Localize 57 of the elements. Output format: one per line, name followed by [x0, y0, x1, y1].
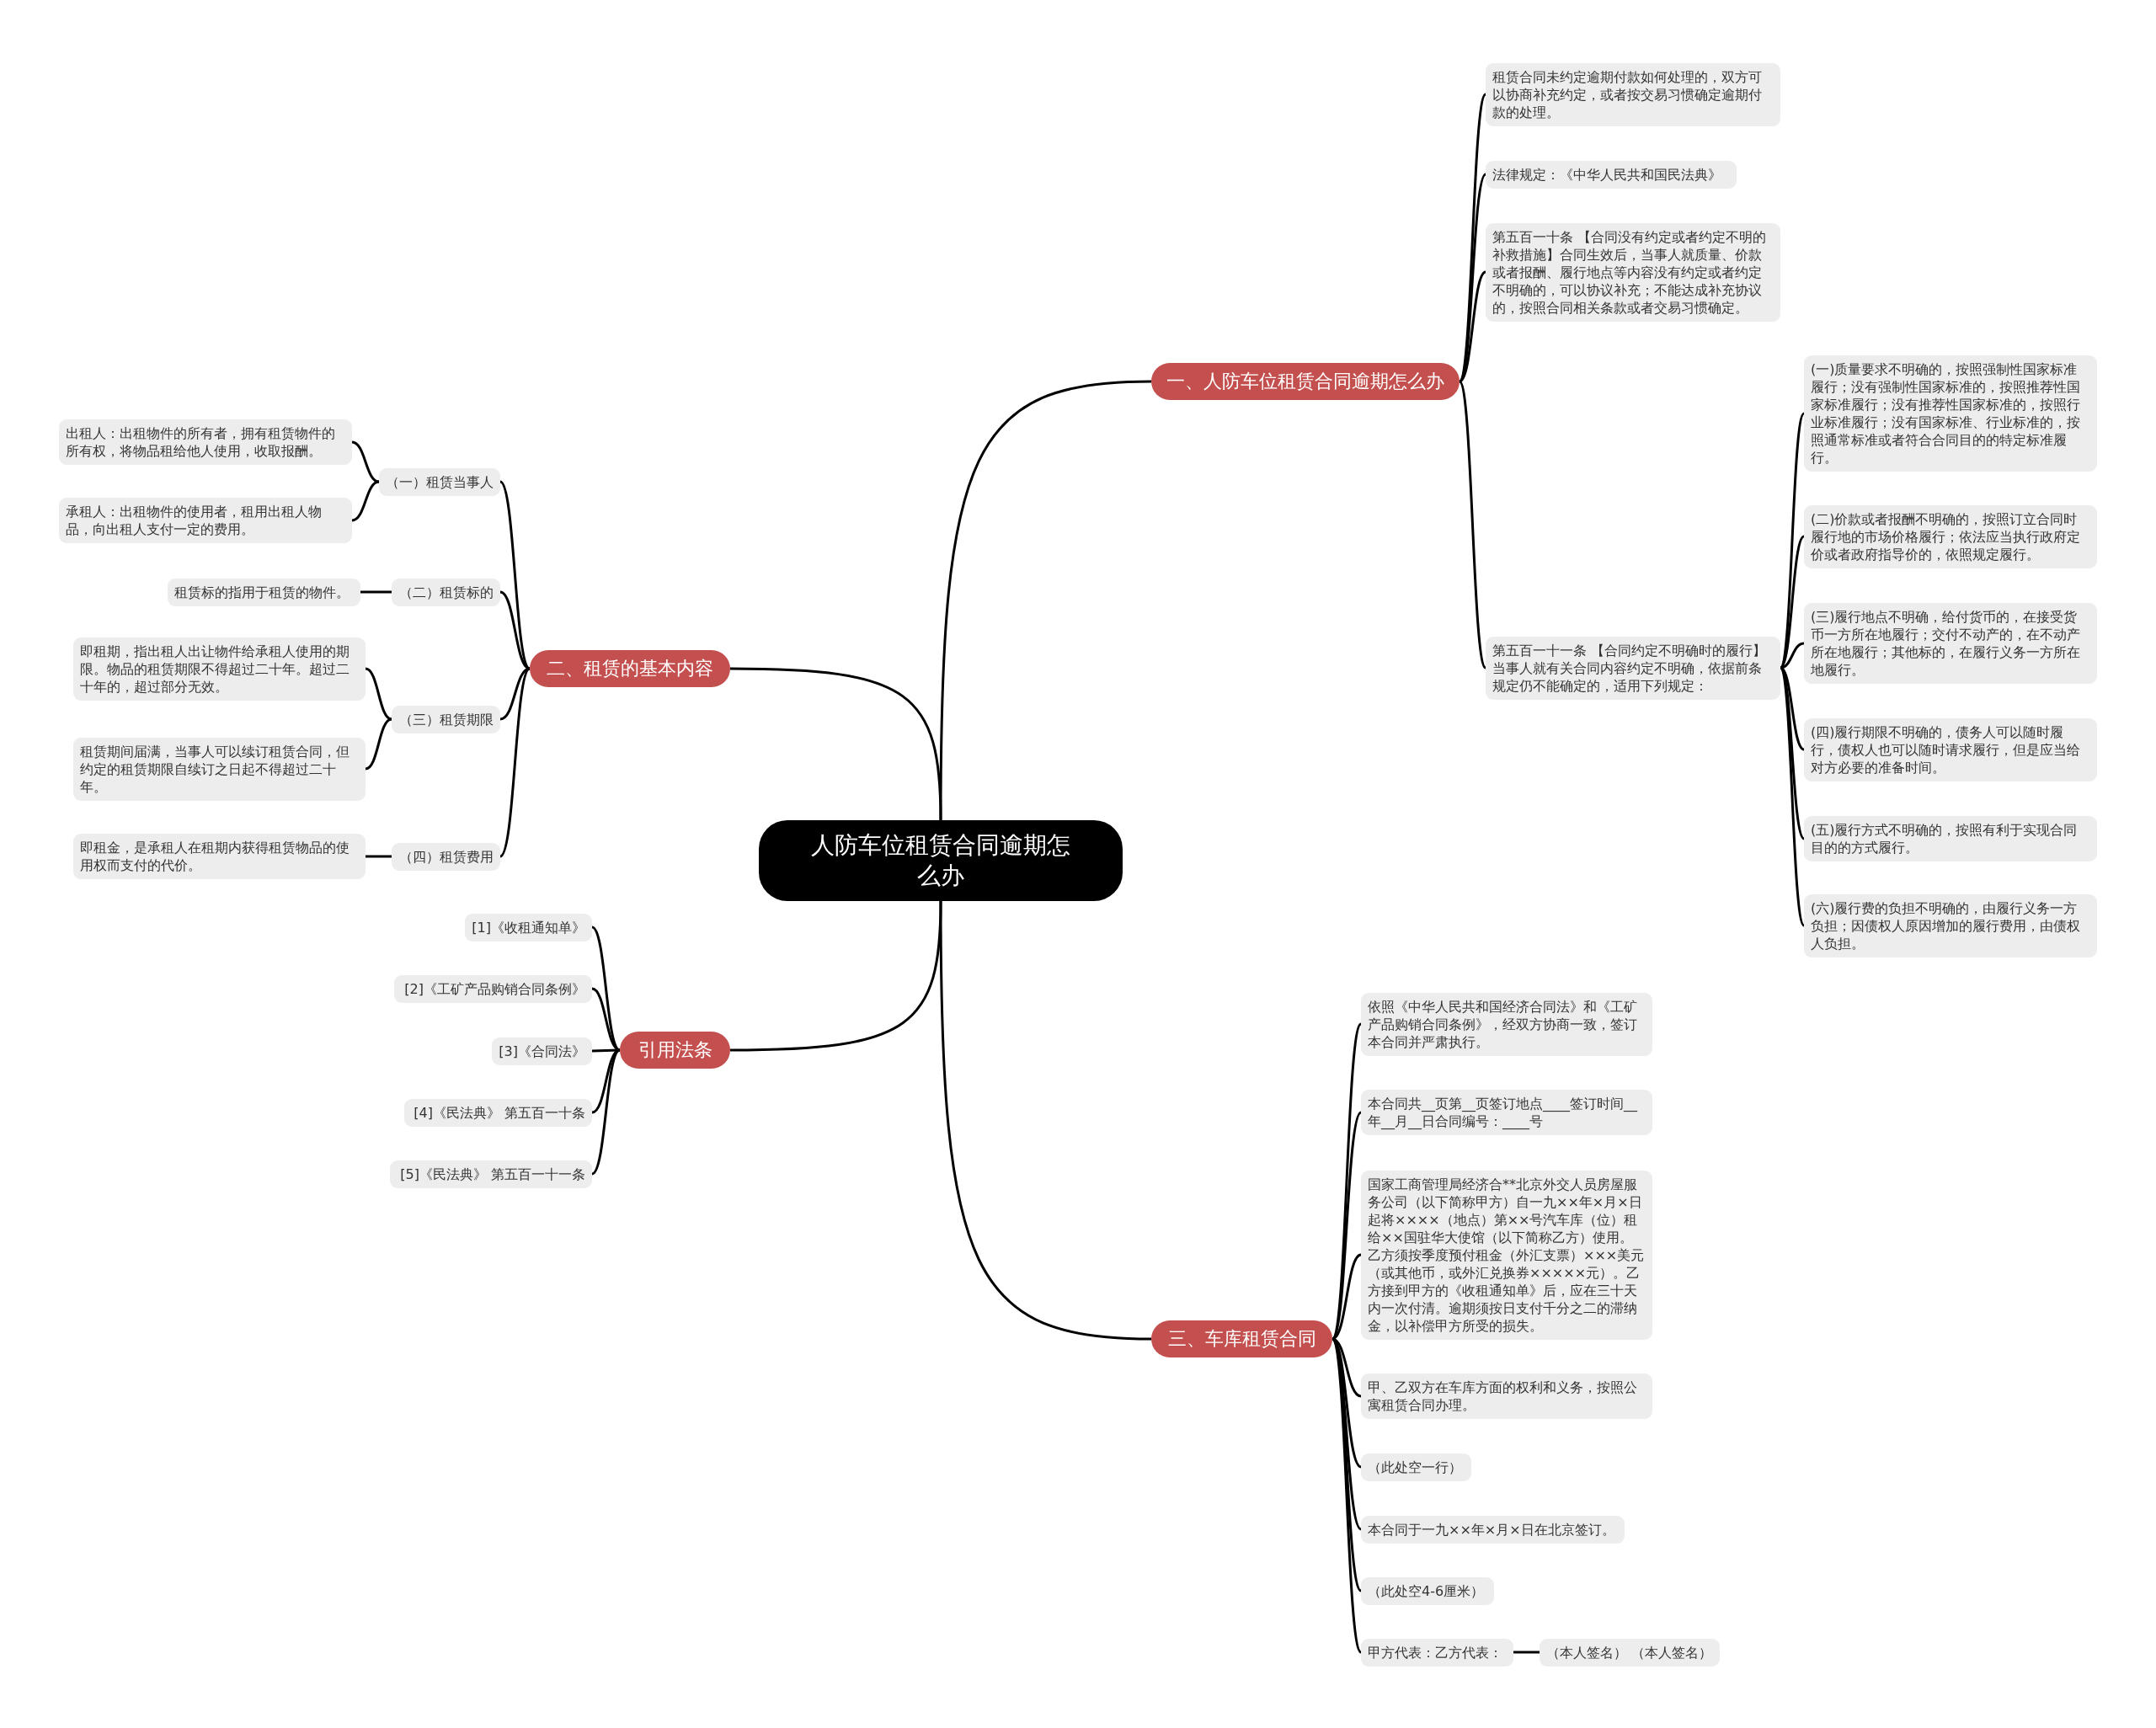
subtopic-box: 租赁合同未约定逾期付款如何处理的，双方可以协商补充约定，或者按交易习惯确定逾期付款的处理。 [1486, 62, 1780, 126]
connector-line [1458, 381, 1487, 669]
connector-line [1459, 270, 1486, 383]
main-topic: 一、人防车位租赁合同逾期怎么办 [1151, 363, 1460, 400]
subtopic-box: [5]《民法典》 第五百一十一条 [390, 1160, 592, 1188]
subtopic-box: (五)履行方式不明确的，按照有利于实现合同目的的方式履行。 [1804, 816, 2097, 861]
connector-line [1331, 1112, 1363, 1340]
connector-line [360, 590, 392, 594]
connector-line [366, 855, 392, 858]
connector-line [365, 667, 392, 721]
subtopic-box: (六)履行费的负担不明确的，由履行义务一方负担；因债权人原因增加的履行费用，由债权人负担。 [1804, 893, 2097, 957]
subtopic-box: (二)价款或者报酬不明确的，按照订立合同时履行地的市场价格履行；依法应当执行政府定价或者政府指导价的，依照规定履行。 [1804, 504, 2097, 568]
main-topic: 三、车库租赁合同 [1151, 1320, 1332, 1357]
subtopic-box: 出租人：出租物件的所有者，拥有租赁物件的所有权，将物品租给他人使用，收取报酬。 [59, 419, 352, 465]
subtopic-box: 租赁标的指用于租赁的物件。 [168, 578, 360, 606]
connector-line [365, 717, 392, 771]
connector-line [351, 480, 380, 522]
subtopic-box: [1]《收租通知单》 [465, 913, 592, 941]
subtopic-box: （三）租赁期限 [392, 705, 500, 733]
connector-line [1331, 1338, 1363, 1653]
main-topic: 引用法条 [620, 1032, 730, 1069]
connector-line [499, 668, 531, 857]
subtopic-box: 租赁期间届满，当事人可以续订租赁合同，但约定的租赁期限自续订之日起不得超过二十年。 [73, 737, 366, 801]
subtopic-box: （此处空4-6厘米） [1361, 1576, 1494, 1605]
subtopic-box: （二）租赁标的 [392, 578, 500, 606]
subtopic-box: [2]《工矿产品购销合同条例》 [394, 974, 592, 1003]
subtopic-box: 甲、乙双方在车库方面的权利和义务，按照公寓租赁合同办理。 [1361, 1373, 1652, 1419]
subtopic-box: （四）租赁费用 [392, 842, 500, 871]
subtopic-box: 即租金，是承租人在租期内获得租赁物品的使用权而支付的代价。 [73, 834, 366, 879]
connector-line [591, 987, 621, 1052]
subtopic-box: (一)质量要求不明确的，按照强制性国家标准履行；没有强制性国家标准的，按照推荐性国家标准履行；没有推荐性国家标准的，按照行业标准履行；没有国家标准、行业标准的，按照通常标准或者符合合同目的的特定标准履行。 [1804, 355, 2097, 472]
central-topic: 人防车位租赁合同逾期怎么办 [759, 820, 1123, 901]
subtopic-box: 法律规定：《中华人民共和国民法典》 [1486, 160, 1737, 189]
connector-line [1779, 667, 1806, 926]
subtopic-box: 本合同共__页第__页签订地点____签订时间__年__月__日合同编号：____号 [1361, 1090, 1652, 1135]
subtopic-box: [4]《民法典》 第五百一十条 [404, 1098, 592, 1127]
subtopic-box: （此处空一行） [1361, 1453, 1471, 1481]
connector-line [730, 900, 942, 1052]
main-topic: 二、租赁的基本内容 [530, 650, 730, 687]
subtopic-box: （本人签名） （本人签名） [1540, 1638, 1720, 1667]
connector-line [1513, 1651, 1540, 1654]
subtopic-box: 即租期，指出租人出让物件给承租人使用的期限。物品的租赁期限不得超过二十年。超过二十年的，超过部分无效。 [73, 637, 366, 701]
subtopic-box: 甲方代表：乙方代表： [1361, 1638, 1513, 1667]
connector-line [499, 481, 531, 669]
subtopic-box: 第五百一十条 【合同没有约定或者约定不明的补救措施】合同生效后，当事人就质量、价款或者报酬、履行地点等内容没有约定或者约定不明确的，可以协议补充；不能达成补充协议的，按照合同相关条款或者交易习惯确定。 [1486, 222, 1780, 322]
subtopic-box: 第五百一十一条 【合同约定不明确时的履行】当事人就有关合同内容约定不明确，依据前条规定仍不能确定的，适用下列规定： [1486, 636, 1780, 700]
connector-line [351, 440, 380, 483]
connector-line [730, 667, 942, 821]
subtopic-box: 承租人：出租物件的使用者，租用出租人物品，向出租人支付一定的费用。 [59, 498, 352, 543]
subtopic-box: （一）租赁当事人 [379, 467, 500, 496]
connector-line [939, 901, 1152, 1341]
subtopic-box: 本合同于一九××年×月×日在北京签订。 [1361, 1515, 1625, 1544]
subtopic-box: (三)履行地点不明确，给付货币的，在接受货币一方所在地履行；交付不动产的，在不动产所在地履行；其他标的，在履行义务一方所在地履行。 [1804, 603, 2097, 684]
subtopic-box: 国家工商管理局经济合**北京外交人员房屋服务公司（以下简称甲方）自一九××年×月×日起将××××（地点）第××号汽车库（位）租给××国驻华大使馆（以下简称乙方）使用。乙方须按季度预付租金（外汇支票）×××美元（或其他币，或外汇兑换券×××××元）。乙方接到甲方的《收租通知单》后，应在三十天内一次付清。逾期须按日支付千分之二的滞纳金，以补偿甲方所受的损失。 [1361, 1170, 1652, 1340]
subtopic-box: 依照《中华人民共和国经济合同法》和《工矿产品购销合同条例》，经双方协商一致，签订本合同并严肃执行。 [1361, 992, 1652, 1056]
subtopic-box: [3]《合同法》 [492, 1037, 592, 1065]
subtopic-box: (四)履行期限不明确的，债务人可以随时履行，债权人也可以随时请求履行，但是应当给对方必要的准备时间。 [1804, 717, 2097, 781]
